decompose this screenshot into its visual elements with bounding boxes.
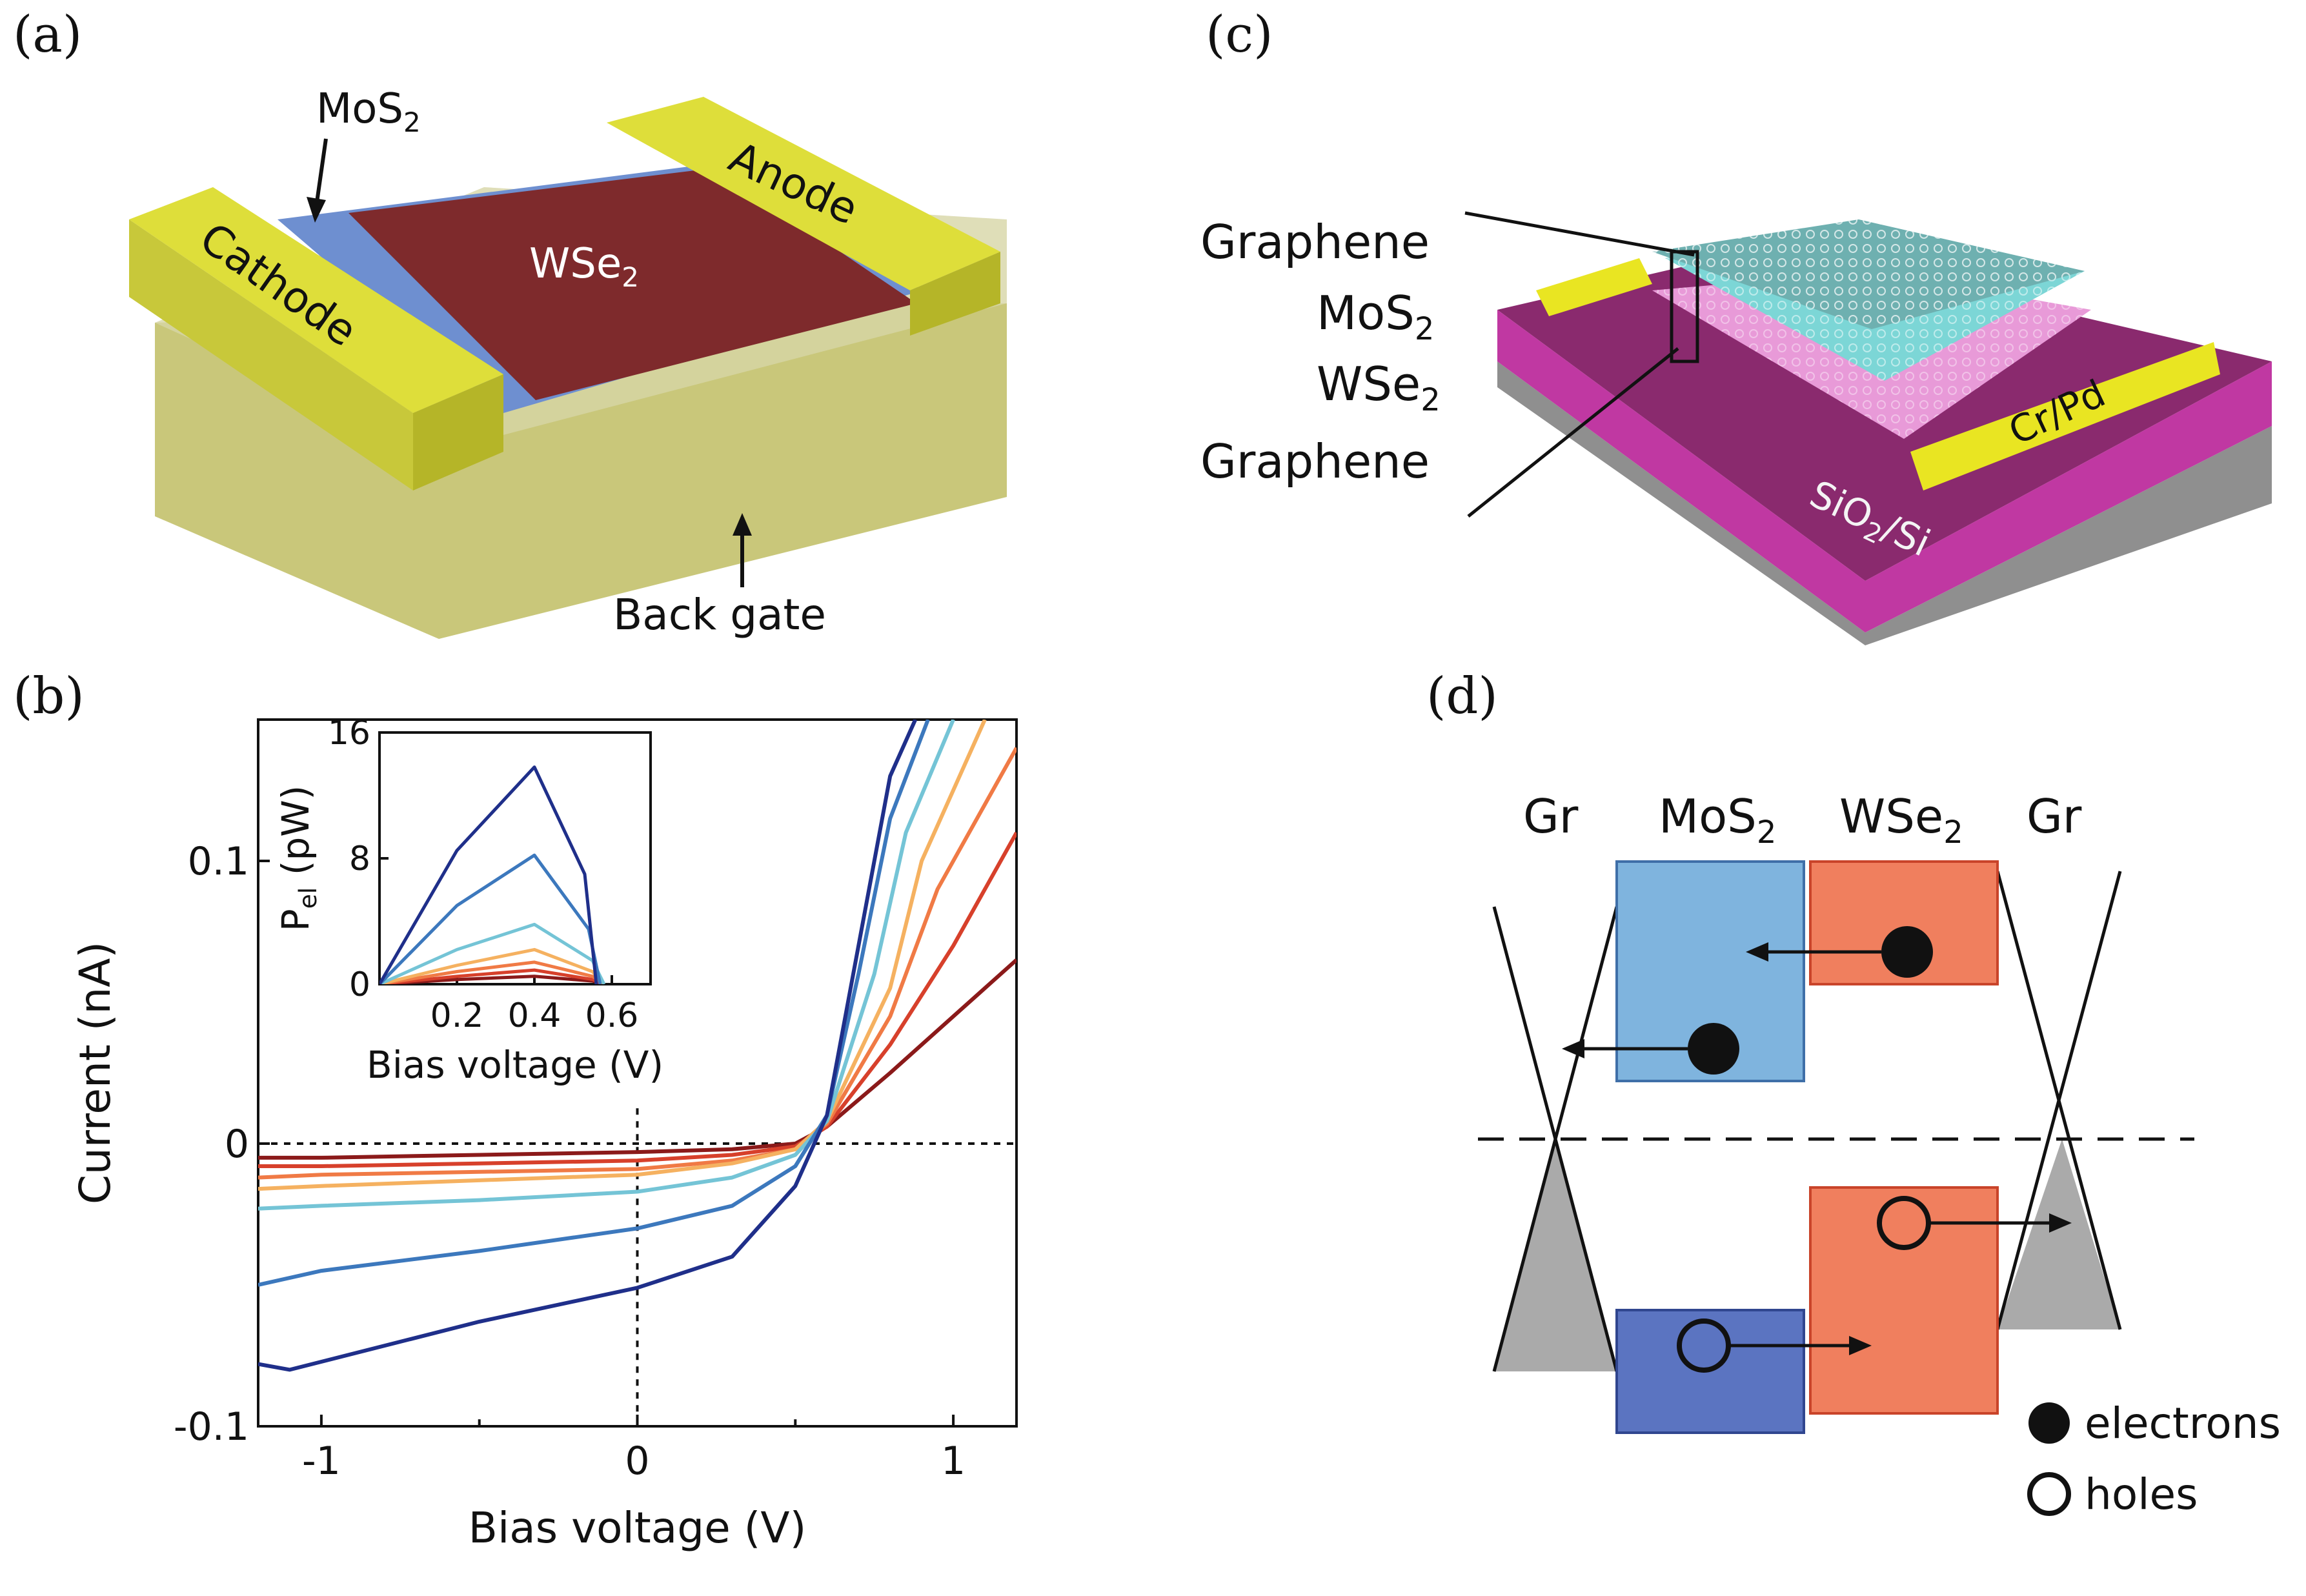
legend-holes-label: holes [2085,1470,2198,1519]
main-y-tick-label: 0.1 [188,839,249,884]
main-series-line-6 [258,720,918,1372]
gr-left-label: Gr [1523,789,1579,843]
main-y-axis-label: Current (nA) [70,942,120,1204]
main-series-line-5 [258,720,930,1287]
mos2-arrow-a [314,138,328,207]
mos2-label-a: MoS2 [316,85,421,138]
panel-c: (c) Graphene MoS2 [1200,6,2272,645]
inset-series-group [379,765,606,984]
main-series-line-4 [258,720,955,1211]
main-series-line-0 [258,958,1016,1160]
crpd-electrode-left [1536,258,1652,316]
inset-x-tick-label: 0.4 [508,996,561,1035]
graphene-bottom-label: Graphene [1200,434,1430,489]
mos2-label-c: MoS2 [1317,286,1434,347]
main-x-tick-label: 1 [941,1439,966,1484]
inset-y-tick-label: 16 [328,714,370,753]
graphene-left-fill [1494,1139,1617,1371]
inset-x-tick-label: 0.2 [430,996,484,1035]
panel-a: (a) MoS2 WSe2 Cathode Anode [13,6,1007,640]
inset-y-axis-label: Pel (pW) [274,785,322,932]
inset-x-tick-label: 0.6 [585,996,639,1035]
wse2-label-d: WSe2 [1839,789,1963,851]
anode-electrode [607,97,1000,290]
main-x-tick-label: -1 [302,1439,341,1484]
legend-electrons-label: electrons [2085,1399,2281,1448]
wse2-label-a: WSe2 [529,240,639,293]
wse2-valence-band [1809,1186,1999,1415]
wse2-flake [349,168,916,400]
mos2-label-d: MoS2 [1659,789,1776,851]
wse2-label-c: WSe2 [1317,357,1441,418]
main-series-group [258,720,1016,1372]
legend-hole-marker [2027,1472,2071,1516]
main-x-tick-label: 0 [625,1439,649,1484]
main-series-line-3 [258,720,987,1191]
main-series-line-1 [258,831,1016,1168]
panel-b-label: (b) [13,667,85,725]
graphene-right-fill [1998,1139,2120,1329]
panel-d: (d) Gr MoS2 WSe2 Gr [1426,667,2281,1519]
cathode-electrode [129,187,503,413]
panel-c-label: (c) [1206,6,1273,64]
main-y-tick-label: -0.1 [174,1404,249,1450]
inset-y-tick-label: 8 [349,840,370,878]
inset-x-axis-label: Bias voltage (V) [367,1043,663,1087]
inset-y-tick-label: 0 [349,965,370,1004]
main-y-tick-label: 0 [225,1122,249,1167]
back-gate-label: Back gate [613,590,826,640]
inset-frame [378,731,652,985]
panel-a-label: (a) [13,6,82,64]
gr-right-label: Gr [2027,789,2082,843]
device-a-illustration [129,97,1007,639]
inset-series-line-6 [379,765,598,984]
electron-mos2 [1688,1023,1739,1075]
electron-wse2 [1881,926,1933,978]
legend-electron-marker [2028,1402,2070,1444]
crpd-electrode-right [1910,342,2220,490]
device-c-illustration [1497,219,2272,645]
panel-d-label: (d) [1426,667,1498,725]
graphene-top-label: Graphene [1200,215,1430,269]
main-x-axis-label: Bias voltage (V) [469,1503,807,1553]
